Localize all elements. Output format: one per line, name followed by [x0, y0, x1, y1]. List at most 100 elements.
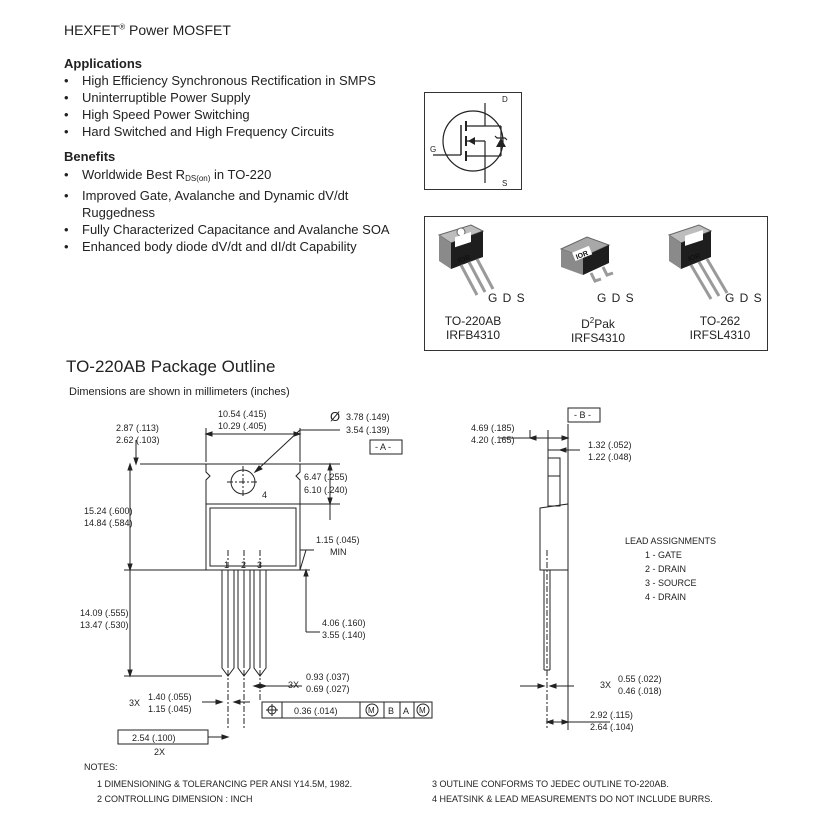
document-title: HEXFET® Power MOSFET — [64, 22, 231, 38]
package-outline-drawing: 10.54 (.415) 10.29 (.405) Ø 3.78 (.149) … — [80, 407, 662, 757]
datum-ref: A — [403, 706, 409, 716]
logo-text: IOR — [457, 254, 471, 265]
lead-item: 2 - DRAIN — [645, 564, 687, 574]
packages-box: IOR G D S TO-220AB IRFB4310 IOR G D S D2… — [424, 216, 768, 351]
package-part: IRFS4310 — [570, 331, 626, 345]
datum-b-label: - B - — [574, 410, 591, 420]
dim-label: 13.47 (.530) — [80, 620, 129, 630]
dim-label: 4.06 (.160) — [322, 618, 366, 628]
d2pak-package-icon: IOR — [559, 236, 614, 283]
logo-text: IOR — [575, 250, 589, 261]
lead-assignments: LEAD ASSIGNMENTS 1 - GATE 2 - DRAIN 3 - … — [625, 534, 716, 604]
lead-item: 3 - SOURCE — [645, 578, 697, 588]
package-name-sup: 2 — [589, 316, 595, 325]
list-item: High Efficiency Synchronous Rectificatio… — [64, 72, 424, 89]
title-rest: Power MOSFET — [125, 22, 231, 38]
list-item: Improved Gate, Avalanche and Dynamic dV/… — [64, 187, 404, 221]
package-part: IRFSL4310 — [689, 328, 751, 342]
dim-label: 10.54 (.415) — [218, 409, 267, 419]
registered-mark: ® — [119, 22, 126, 32]
dim-label: 3.55 (.140) — [322, 630, 366, 640]
package-caption: D2Pak IRFS4310 — [553, 314, 643, 345]
dim-label: 4.69 (.185) — [471, 423, 515, 433]
datum-a-label: - A - — [375, 442, 391, 452]
multiplier-label: 3X — [288, 680, 299, 690]
applications-list: High Efficiency Synchronous Rectificatio… — [64, 72, 424, 140]
body-outline — [205, 504, 301, 571]
multiplier-label: 2X — [154, 747, 165, 757]
dim-label: 0.46 (.018) — [618, 686, 662, 696]
outline-subtitle: Dimensions are shown in millimeters (inc… — [69, 386, 290, 398]
package-name-post: Pak — [594, 317, 615, 331]
source-label: S — [502, 179, 507, 188]
logo-text: IOR — [687, 253, 701, 264]
benefits-title: Benefits — [64, 149, 116, 164]
tab-outline — [205, 463, 301, 505]
outline-title: TO-220AB Package Outline — [66, 357, 276, 376]
note-item: 2 CONTROLLING DIMENSION : INCH — [97, 794, 253, 804]
dim-label: 0.55 (.022) — [618, 674, 662, 684]
pin-number: 1 — [224, 560, 229, 570]
tolerance-value: 0.36 (.014) — [294, 706, 338, 716]
drain-label: D — [502, 95, 508, 104]
gate-label: G — [430, 145, 436, 154]
package-name: D2Pak — [553, 314, 643, 331]
package-name: TO-262 — [699, 314, 741, 328]
dim-label: 14.84 (.584) — [84, 518, 133, 528]
package-name: TO-220AB — [444, 314, 502, 328]
package-caption: TO-262 IRFSL4310 — [677, 314, 763, 342]
pin-number: 3 — [257, 560, 262, 570]
title-brand: HEXFET — [64, 22, 120, 38]
dim-label: 2.87 (.113) — [116, 423, 159, 433]
dim-label: 2.62 (.103) — [116, 435, 160, 445]
list-item: High Speed Power Switching — [64, 106, 424, 123]
package-part: IRFB4310 — [445, 328, 501, 342]
dim-label: 2.92 (.115) — [590, 710, 633, 720]
mosfet-symbol-box: D G S — [424, 92, 522, 190]
note-item: 3 OUTLINE CONFORMS TO JEDEC OUTLINE TO-2… — [432, 779, 669, 789]
benefit-text: Worldwide Best R — [82, 167, 186, 182]
applications-title: Applications — [64, 56, 143, 71]
lead-assignments-title: LEAD ASSIGNMENTS — [625, 536, 717, 546]
diameter-symbol: Ø — [330, 409, 340, 424]
dim-label: 1.22 (.048) — [588, 452, 632, 462]
list-item: Enhanced body diode dV/dt and dI/dt Capa… — [64, 238, 404, 255]
list-item: Uninterruptible Power Supply — [64, 89, 424, 106]
dim-label: 1.15 (.045) — [148, 704, 192, 714]
notes-title: NOTES: — [84, 762, 118, 772]
list-item: Fully Characterized Capacitance and Aval… — [64, 221, 404, 238]
dim-label: 6.10 (.240) — [304, 485, 348, 495]
dim-label: 1.32 (.052) — [588, 440, 632, 450]
mmc-modifier: M — [368, 706, 375, 715]
package-pins: G D S — [725, 291, 763, 305]
package-name-pre: D — [581, 317, 590, 331]
dim-label: 1.40 (.055) — [148, 692, 192, 702]
dim-label: 0.69 (.027) — [306, 684, 350, 694]
dim-label: 4.20 (.165) — [471, 435, 515, 445]
benefit-text: in TO-220 — [210, 167, 272, 182]
dim-label: 3.54 (.139) — [346, 425, 390, 435]
dim-label: 1.15 (.045) — [316, 535, 360, 545]
note-item: 1 DIMENSIONING & TOLERANCING PER ANSI Y1… — [97, 779, 353, 789]
dim-label: 10.29 (.405) — [218, 421, 267, 431]
note-item: 4 HEATSINK & LEAD MEASUREMENTS DO NOT IN… — [432, 794, 713, 804]
list-item: Worldwide Best RDS(on) in TO-220 — [64, 166, 404, 187]
dim-label: 15.24 (.600) — [84, 506, 133, 516]
mosfet-symbol-icon: D G S — [430, 95, 508, 188]
to262-package-icon: IOR — [667, 224, 729, 300]
list-item: Hard Switched and High Frequency Circuit… — [64, 123, 424, 140]
package-pins: G D S — [597, 291, 635, 305]
dim-label: 6.47 (.255) — [304, 472, 348, 482]
pin-number: 2 — [241, 560, 246, 570]
rdson-subscript: DS(on) — [185, 174, 211, 183]
mmc-modifier: M — [419, 706, 426, 715]
dim-label: 3.78 (.149) — [346, 412, 390, 422]
multiplier-label: 3X — [600, 680, 611, 690]
dim-label: 14.09 (.555) — [80, 608, 129, 618]
ir-logo-icon — [455, 232, 471, 248]
lead-item: 1 - GATE — [645, 550, 682, 560]
multiplier-label: 3X — [129, 698, 140, 708]
package-caption: TO-220AB IRFB4310 — [433, 314, 513, 342]
package-pins: G D S — [488, 291, 526, 305]
datum-ref: B — [388, 706, 394, 716]
